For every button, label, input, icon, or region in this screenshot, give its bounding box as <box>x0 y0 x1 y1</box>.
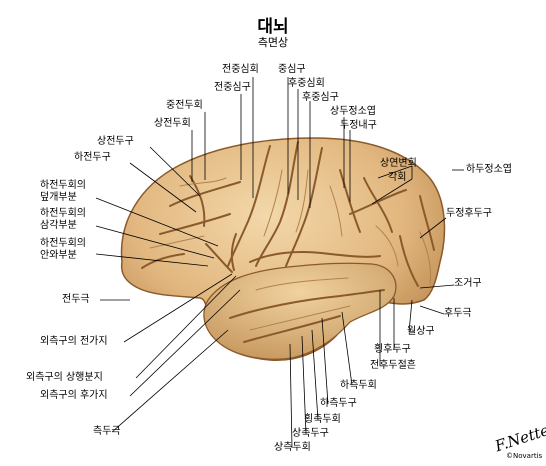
label-temporal-pole: 측두극 <box>93 426 121 437</box>
label-postcentral-gyrus: 후중심회 <box>288 78 325 89</box>
label-superior-frontal-sulcus: 상전두구 <box>97 136 134 147</box>
label-orbital-part-1: 하전두회의 <box>40 238 86 249</box>
label-precentral-gyrus: 전중심회 <box>222 64 259 75</box>
label-inferior-frontal-sulcus: 하전두구 <box>74 152 111 163</box>
label-triangular-part-1: 하전두회의 <box>40 208 86 219</box>
label-superior-temporal-gyrus: 상측두회 <box>274 442 311 453</box>
temporal-lobe-shape <box>203 262 397 360</box>
figure-subtitle: 측면상 <box>257 36 289 49</box>
leader-lines <box>95 77 464 449</box>
label-preoccipital-notch: 전후두절흔 <box>370 360 416 371</box>
label-opercular-part-1: 하전두회의 <box>40 180 86 191</box>
gyri-texture <box>149 169 431 331</box>
label-frontal-pole: 전두극 <box>62 294 90 305</box>
label-opercular-part-2: 덮개부분 <box>40 192 77 203</box>
label-inferior-temporal-sulcus: 하측두구 <box>320 398 357 409</box>
label-intraparietal-sulcus: 두정내구 <box>340 120 377 131</box>
figure-title: 대뇌 <box>257 17 289 37</box>
label-inferior-temporal-gyrus: 하측두회 <box>340 380 377 391</box>
label-middle-frontal-gyrus: 중전두회 <box>166 100 203 111</box>
label-lateral-sulcus-anterior: 외측구의 전가지 <box>40 336 108 347</box>
label-supramarginal-gyrus: 상연변회 <box>380 158 417 169</box>
label-superior-parietal-lobule: 상두정소엽 <box>330 106 376 117</box>
label-transverse-temporal-gyrus: 횡측두회 <box>304 414 341 425</box>
label-angular-gyrus: 각회 <box>388 172 407 183</box>
label-orbital-part-2: 안와부분 <box>40 250 77 261</box>
label-calcarine-sulcus: 조거구 <box>454 278 482 289</box>
label-central-sulcus: 중심구 <box>278 64 306 75</box>
label-superior-frontal-gyrus: 상전두회 <box>154 118 191 129</box>
label-postcentral-sulcus: 후중심구 <box>302 92 339 103</box>
label-occipital-pole: 후두극 <box>444 308 472 319</box>
label-parietooccipital-sulcus: 두정후두구 <box>446 208 492 219</box>
sulci-lines <box>141 141 435 343</box>
label-transverse-occipital-sulcus: 횡후두구 <box>374 344 411 355</box>
label-lateral-sulcus-ascending: 외측구의 상행분지 <box>26 372 103 383</box>
label-lateral-sulcus-posterior: 외측구의 후가지 <box>40 390 108 401</box>
label-superior-temporal-sulcus: 상측두구 <box>292 428 329 439</box>
label-lunate-sulcus: 월상구 <box>407 326 435 337</box>
label-inferior-parietal-lobule: 하두정소엽 <box>466 164 512 175</box>
copyright-text: ©Novartis <box>506 452 543 460</box>
label-precentral-sulcus: 전중심구 <box>214 82 251 93</box>
label-triangular-part-2: 삼각부분 <box>40 220 77 231</box>
